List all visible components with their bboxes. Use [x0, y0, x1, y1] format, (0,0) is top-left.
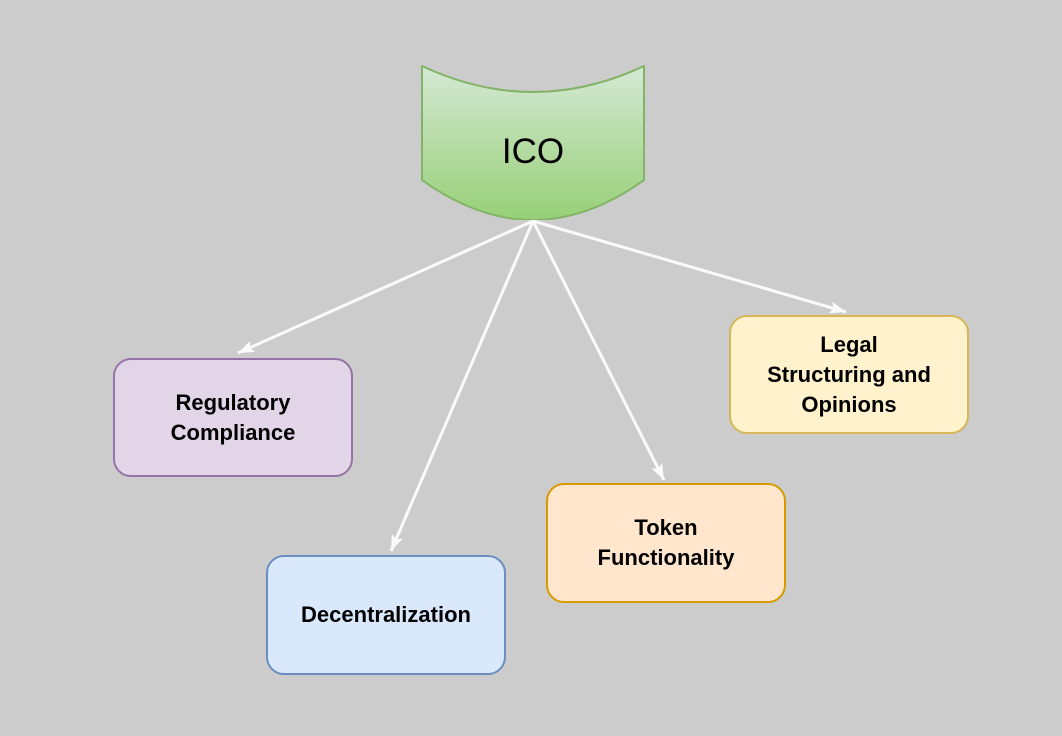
edge-ico-to-token-functionality: [531, 220, 666, 481]
node-regulatory-compliance-label: Regulatory Compliance: [170, 389, 296, 445]
node-decentralization-label: Decentralization: [301, 602, 471, 627]
node-legal-structuring-opinions[interactable]: Legal Structuring and Opinions: [729, 315, 969, 434]
node-ico-label: ICO: [501, 132, 565, 171]
edge-ico-to-legal-structuring: [532, 219, 847, 314]
edge-ico-to-decentralization: [389, 220, 535, 552]
node-token-functionality[interactable]: Token Functionality: [546, 483, 786, 603]
node-ico[interactable]: ICO: [421, 58, 645, 220]
node-decentralization[interactable]: Decentralization: [266, 555, 506, 675]
node-regulatory-compliance[interactable]: Regulatory Compliance: [113, 358, 353, 477]
stored-data-shape-icon: [421, 65, 645, 220]
node-legal-structuring-opinions-label: Legal Structuring and Opinions: [767, 331, 931, 417]
edge-ico-to-regulatory-compliance: [237, 219, 534, 355]
node-token-functionality-label: Token Functionality: [597, 515, 735, 570]
